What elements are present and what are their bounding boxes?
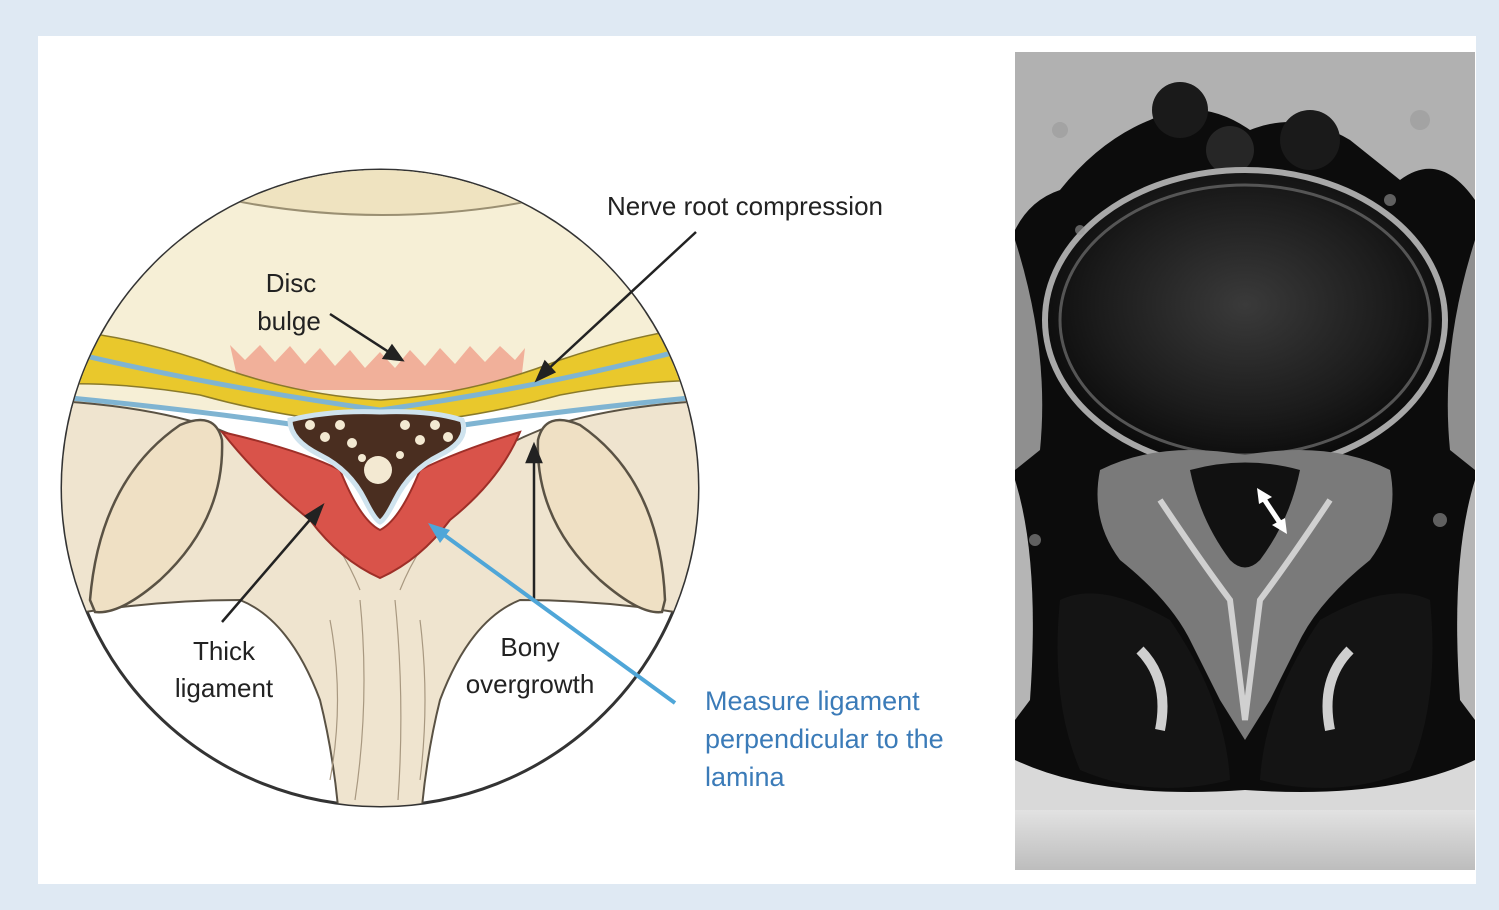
label-bulge: bulge <box>257 306 321 336</box>
label-bony: Bony <box>500 632 559 662</box>
vertebral-endplate <box>60 140 700 215</box>
label-measure-line1: Measure ligament <box>705 686 920 716</box>
label-measure-line3: lamina <box>705 762 786 792</box>
label-ligament: ligament <box>175 673 274 703</box>
label-overgrowth: overgrowth <box>466 669 595 699</box>
label-thick: Thick <box>193 636 256 666</box>
label-disc: Disc <box>266 268 317 298</box>
label-measure-line2: perpendicular to the <box>705 724 944 754</box>
label-nerve-root-compression: Nerve root compression <box>607 191 883 221</box>
spine-illustration <box>40 140 740 830</box>
mri-axial-image <box>1015 52 1475 870</box>
